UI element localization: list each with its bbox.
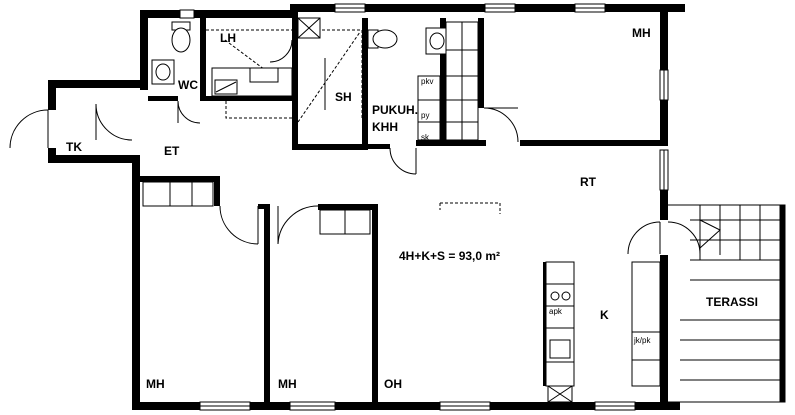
room-label-mh-mid: MH (278, 377, 297, 391)
floor-area-summary: 4H+K+S = 93,0 m² (399, 249, 501, 263)
interior-walls (140, 18, 666, 404)
room-label-sh: SH (335, 90, 352, 104)
room-label-wc: WC (178, 78, 198, 92)
fixture-label-py: py (421, 111, 430, 120)
room-label-mh-top: MH (632, 26, 651, 40)
room-label-et: ET (164, 144, 180, 158)
room-label-pukuh: PUKUH. (372, 103, 419, 117)
room-label-mh-left: MH (146, 377, 165, 391)
room-label-tk: TK (66, 140, 82, 154)
terrace-deck (668, 204, 786, 403)
dashed-elements (206, 29, 501, 214)
fixture-label-sk: sk (421, 133, 429, 142)
windows (179, 3, 669, 411)
room-label-oh: OH (384, 377, 402, 391)
room-label-k: K (600, 308, 609, 322)
fixtures (142, 17, 661, 403)
room-label-khh: KHH (372, 120, 398, 134)
room-label-terassi: TERASSI (706, 295, 759, 309)
room-label-lh: LH (220, 31, 236, 45)
window-lines (200, 7, 665, 407)
fixture-label-apk: apk (549, 307, 562, 316)
fixture-label-pkv: pkv (421, 77, 434, 86)
doors (9, 39, 701, 255)
room-label-rt: RT (580, 175, 596, 189)
fixture-label-jkpk: jk/pk (634, 336, 651, 345)
